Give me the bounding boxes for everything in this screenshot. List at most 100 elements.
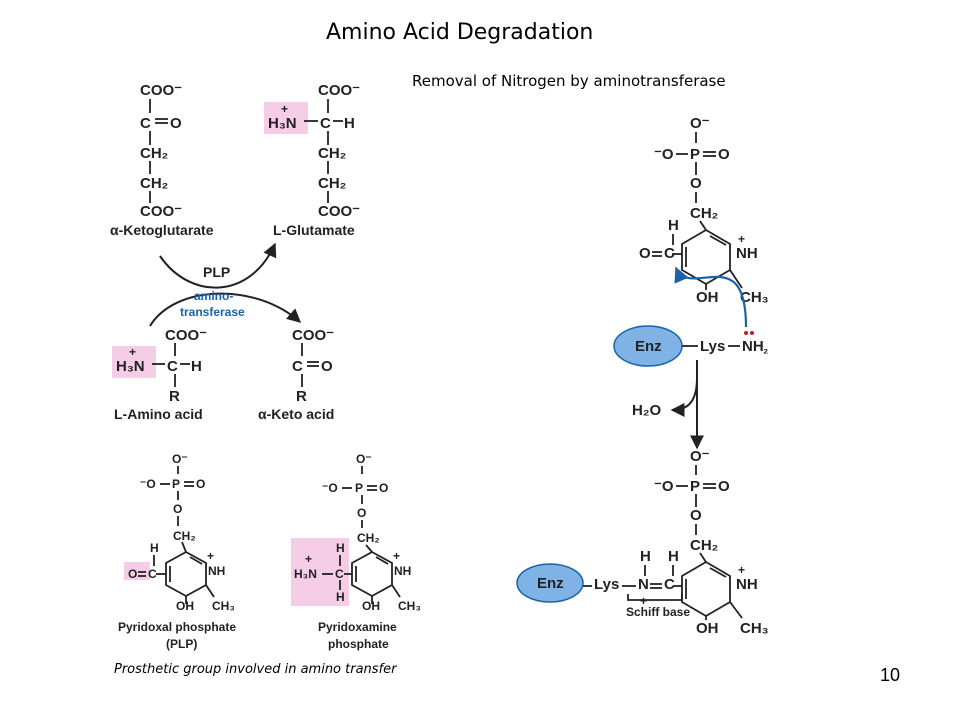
slide-title: Amino Acid Degradation xyxy=(326,20,594,45)
svg-text:NH: NH xyxy=(736,245,758,262)
svg-text:CH₂: CH₂ xyxy=(690,537,718,554)
svg-text:O: O xyxy=(173,502,182,516)
svg-text:+: + xyxy=(738,563,745,577)
svg-text:CH₂: CH₂ xyxy=(357,531,380,545)
plp-mechanism-structure: O⁻ ⁻O P O O CH₂ NH + OH CH₃ C H O xyxy=(639,115,769,306)
svg-text:COO⁻: COO⁻ xyxy=(140,203,182,220)
svg-text:O: O xyxy=(690,507,702,524)
svg-text:O⁻: O⁻ xyxy=(690,115,710,132)
svg-text:H: H xyxy=(668,217,679,234)
svg-text:C: C xyxy=(664,245,675,262)
svg-text:O: O xyxy=(357,506,366,520)
svg-text:O: O xyxy=(639,245,651,262)
svg-text:OH: OH xyxy=(362,599,380,613)
svg-text:⁻O: ⁻O xyxy=(654,478,674,495)
l-amino-acid-label: L-Amino acid xyxy=(114,406,203,422)
svg-text:H₃N: H₃N xyxy=(294,567,317,581)
schiff-base-structure: O⁻ ⁻O P O O CH₂ NH + OH CH₃ C H N H + Ly… xyxy=(516,448,769,637)
svg-text:CH₂: CH₂ xyxy=(140,145,168,162)
svg-text:⁻O: ⁻O xyxy=(654,146,674,163)
svg-text:COO⁻: COO⁻ xyxy=(318,203,360,220)
svg-text:+: + xyxy=(640,594,647,608)
svg-text:+: + xyxy=(129,345,136,359)
schiff-base-label: Schiff base xyxy=(626,605,690,619)
amine-highlight xyxy=(112,346,156,378)
svg-text:CH₃: CH₃ xyxy=(740,289,769,306)
enzyme-oval-label-2: Enz xyxy=(537,575,564,592)
svg-text:R: R xyxy=(169,388,180,405)
svg-text:H: H xyxy=(640,548,651,565)
svg-text:OH: OH xyxy=(176,599,194,613)
svg-text:R: R xyxy=(296,388,307,405)
alpha-keto-acid-structure: COO⁻ C O R xyxy=(292,327,334,405)
svg-text:COO⁻: COO⁻ xyxy=(165,327,207,344)
svg-text:O: O xyxy=(690,175,702,192)
svg-text:H: H xyxy=(344,115,355,132)
svg-text:CH₂: CH₂ xyxy=(318,145,346,162)
svg-text:NH: NH xyxy=(208,564,225,578)
svg-text:P: P xyxy=(355,481,363,495)
svg-text:NH: NH xyxy=(742,338,764,355)
svg-text:CH₂: CH₂ xyxy=(318,175,346,192)
svg-text:O: O xyxy=(196,477,205,491)
plp-name-line2: (PLP) xyxy=(166,637,197,651)
plp-name-line1: Pyridoxal phosphate xyxy=(118,620,236,634)
svg-text:COO⁻: COO⁻ xyxy=(292,327,334,344)
svg-text:P: P xyxy=(172,477,180,491)
svg-text:C: C xyxy=(664,576,675,593)
nucleophilic-attack-arrow xyxy=(674,266,748,328)
svg-text:O: O xyxy=(718,146,730,163)
svg-text:O⁻: O⁻ xyxy=(172,452,188,466)
l-amino-acid-structure: COO⁻ H₃N + C H R xyxy=(112,327,207,405)
svg-text:H: H xyxy=(336,541,345,555)
svg-text:H₃N: H₃N xyxy=(268,115,297,132)
lysine-label: Lys xyxy=(700,338,725,355)
svg-text:CH₃: CH₃ xyxy=(212,599,235,613)
svg-text:O: O xyxy=(379,481,388,495)
svg-text:CH₃: CH₃ xyxy=(398,599,421,613)
svg-text:CH₃: CH₃ xyxy=(740,620,769,637)
enzyme-lysine-group: Enz Lys NH ₂ xyxy=(613,325,768,367)
enzyme-oval-label: Enz xyxy=(635,338,662,355)
svg-text:+: + xyxy=(207,549,214,563)
svg-text:+: + xyxy=(393,549,400,563)
water-release-arrow xyxy=(670,377,698,417)
svg-text:C: C xyxy=(167,358,178,375)
svg-text:OH: OH xyxy=(696,289,719,306)
alpha-keto-acid-label: α-Keto acid xyxy=(258,406,334,422)
svg-text:O⁻: O⁻ xyxy=(690,448,710,465)
amine-highlight xyxy=(264,102,308,134)
page-number: 10 xyxy=(880,665,901,685)
svg-text:H: H xyxy=(668,548,679,565)
svg-text:Lys: Lys xyxy=(594,576,619,593)
pmp-name-line2: phosphate xyxy=(328,637,389,651)
svg-text:CH₂: CH₂ xyxy=(173,529,196,543)
svg-text:P: P xyxy=(690,146,700,163)
svg-text:CH₂: CH₂ xyxy=(140,175,168,192)
svg-text:C: C xyxy=(335,567,344,581)
svg-text:+: + xyxy=(738,232,745,246)
svg-text:+: + xyxy=(281,102,288,116)
svg-text:₂: ₂ xyxy=(763,342,768,356)
upper-reaction-arrow xyxy=(159,242,277,289)
svg-text:NH: NH xyxy=(394,564,411,578)
l-glutamate-structure: COO⁻ H₃N + C H CH₂ CH₂ COO⁻ xyxy=(264,82,360,220)
svg-text:O: O xyxy=(321,358,333,375)
pmp-name-line1: Pyridoxamine xyxy=(318,620,397,634)
svg-text:O: O xyxy=(718,478,730,495)
plp-structure: O⁻ ⁻O P O O CH₂ NH + OH CH₃ C H O xyxy=(124,452,235,613)
alpha-ketoglutarate-label: α-Ketoglutarate xyxy=(110,222,214,238)
svg-text:C: C xyxy=(320,115,331,132)
svg-text:CH₂: CH₂ xyxy=(690,205,718,222)
footer-caption: Prosthetic group involved in amino trans… xyxy=(114,662,397,677)
svg-text:COO⁻: COO⁻ xyxy=(318,82,360,99)
enzyme-label-line1: amino- xyxy=(194,289,233,303)
svg-text:C: C xyxy=(292,358,303,375)
svg-text:C: C xyxy=(140,115,151,132)
svg-text:O: O xyxy=(128,567,137,581)
water-label: H₂O xyxy=(632,402,661,419)
svg-text:COO⁻: COO⁻ xyxy=(140,82,182,99)
alpha-ketoglutarate-structure: COO⁻ C O CH₂ CH₂ COO⁻ xyxy=(140,82,182,220)
slide-subtitle: Removal of Nitrogen by aminotransferase xyxy=(412,72,726,90)
